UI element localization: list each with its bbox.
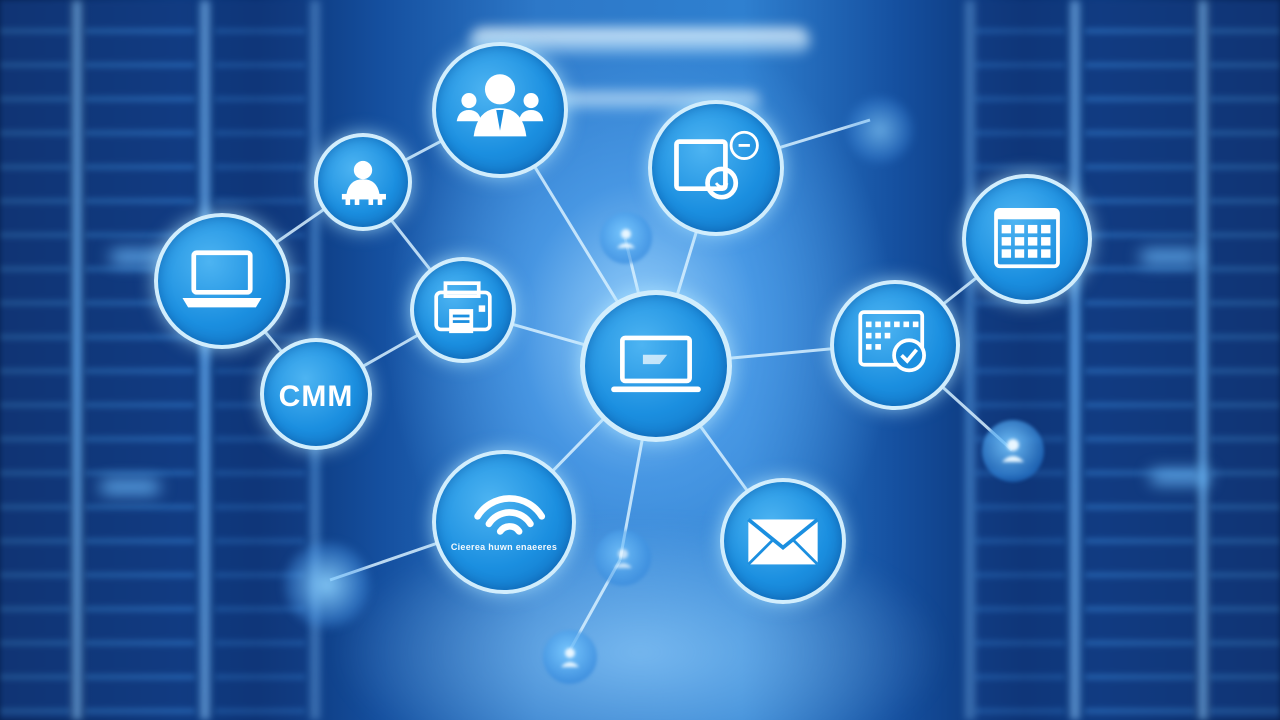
monitor-support-icon (674, 130, 759, 200)
crm-node: CMM (260, 338, 372, 450)
printer-node (410, 257, 516, 363)
rack-edge-light (965, 0, 975, 720)
server-rack-right-2 (1085, 0, 1195, 720)
email-node (720, 478, 846, 604)
server-rack-right-1 (1210, 0, 1280, 720)
small-user-node (595, 530, 651, 586)
user-icon (617, 229, 635, 248)
wifi-icon (474, 495, 546, 535)
envelope-icon (747, 518, 819, 566)
calendar-check-icon (858, 310, 926, 373)
laptop-icon (611, 335, 701, 393)
monitor-support-node (648, 100, 784, 236)
team-node (314, 133, 412, 231)
server-led (110, 250, 170, 264)
server-led (100, 480, 160, 494)
calendar-icon (994, 208, 1060, 269)
calendar-node (962, 174, 1092, 304)
glow-orb (282, 540, 372, 630)
rack-edge-light (72, 0, 82, 720)
server-led (1140, 250, 1200, 264)
rack-edge-light (200, 0, 210, 720)
user-icon (614, 549, 632, 568)
wifi-node: Cieerea huwn enaeeres (432, 450, 576, 594)
glow-orb (845, 95, 915, 165)
calendar-check-node (830, 280, 960, 410)
user-icon (1002, 439, 1024, 462)
user-icon (561, 648, 579, 667)
crm-label: CMM (278, 380, 354, 413)
server-rack-right-3 (975, 0, 1065, 720)
users-group-icon (456, 74, 544, 137)
small-user-node (543, 630, 597, 684)
rack-edge-light (1070, 0, 1080, 720)
server-rack-left-1 (0, 0, 70, 720)
rack-edge-light (1198, 0, 1208, 720)
laptop-icon (182, 250, 262, 308)
team-icon (341, 160, 386, 205)
laptop-center-node (580, 290, 732, 442)
wifi-caption: Cieerea huwn enaeeres (450, 542, 558, 552)
server-rack-left-2 (85, 0, 195, 720)
server-led (1150, 470, 1210, 484)
printer-icon (434, 281, 492, 334)
small-user-node (600, 212, 652, 264)
small-user-node (982, 420, 1044, 482)
laptop-left-node (154, 213, 290, 349)
users-group-node (432, 42, 568, 178)
